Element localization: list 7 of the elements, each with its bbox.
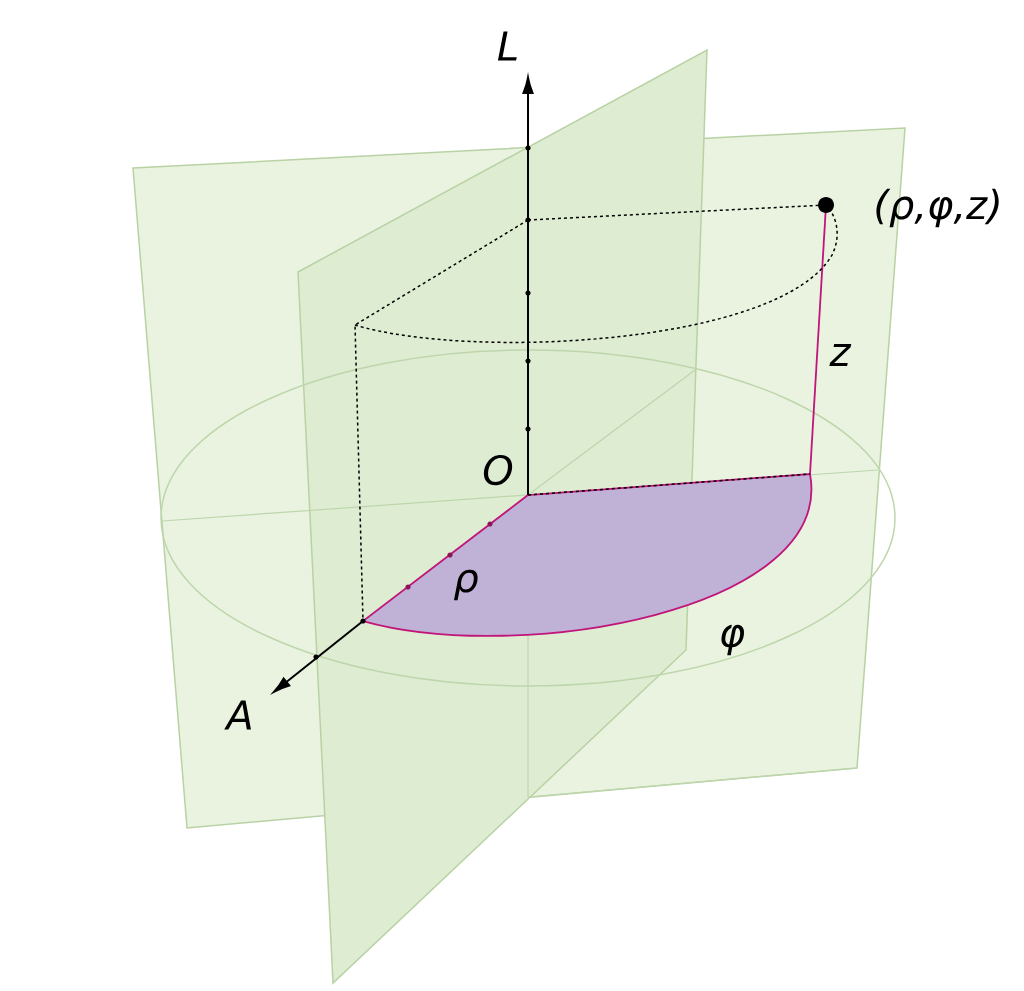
origin-label: O bbox=[483, 454, 513, 486]
axis-label: L bbox=[497, 31, 517, 61]
coordinate-label: z bbox=[829, 344, 852, 366]
axis-label: A bbox=[224, 700, 251, 730]
point-label: (ρ,φ,z) bbox=[876, 188, 999, 228]
coordinate-label: ρ bbox=[453, 569, 478, 601]
coordinate-label: φ bbox=[721, 624, 745, 656]
